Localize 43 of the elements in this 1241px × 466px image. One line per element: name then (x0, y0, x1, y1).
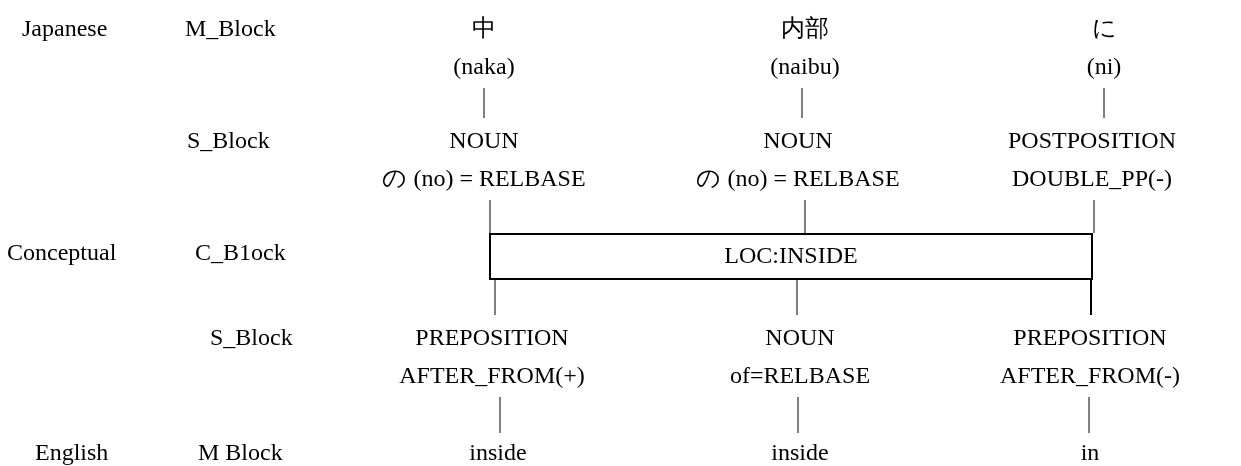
word-label: NOUN (763, 126, 833, 155)
connector-line (797, 396, 799, 434)
connector-line (483, 87, 485, 119)
connector-line (1088, 396, 1090, 434)
tag-label: AFTER_FROM(-) (1000, 361, 1180, 390)
tag-label: LOC:INSIDE (724, 241, 858, 270)
connector-line (804, 199, 806, 234)
word-label: PREPOSITION (415, 323, 569, 352)
tag-label: of=RELBASE (729, 361, 871, 390)
connector-line (489, 199, 491, 234)
tag-label: (ni) (1086, 52, 1122, 81)
concept-box (489, 233, 1093, 280)
connector-line (1093, 199, 1095, 234)
level-label: C_B1ock (195, 238, 286, 267)
tag-label: DOUBLE_PP(-) (1012, 164, 1172, 193)
connector-line (499, 396, 501, 434)
connector-line (1103, 87, 1105, 119)
level-label: Japanese (22, 14, 108, 43)
word-label: NOUN (765, 323, 835, 352)
connector-line (801, 87, 803, 119)
word-label: 内部 (781, 14, 829, 43)
word-label: NOUN (449, 126, 519, 155)
tag-label: in (1080, 438, 1100, 466)
tag-label: (naka) (453, 52, 515, 81)
level-label: M Block (198, 438, 283, 466)
word-label: に (1091, 14, 1117, 43)
tag-label: inside (771, 438, 829, 466)
connector-line (494, 279, 496, 316)
tag-label: AFTER_FROM(+) (399, 361, 585, 390)
tag-label: の (no) = RELBASE (382, 164, 586, 193)
level-label: S_Block (210, 323, 293, 352)
level-label: M_Block (185, 14, 276, 43)
level-label: S_Block (187, 126, 270, 155)
tag-label: inside (469, 438, 527, 466)
level-label: Conceptual (7, 238, 117, 267)
tag-label: の (no) = RELBASE (696, 164, 900, 193)
level-label: English (35, 438, 109, 466)
tag-label: (naibu) (770, 52, 840, 81)
word-label: PREPOSITION (1013, 323, 1167, 352)
connector-line (1090, 279, 1092, 316)
word-label: POSTPOSITION (1008, 126, 1176, 155)
connector-line (796, 279, 798, 316)
word-label: 中 (472, 14, 496, 43)
